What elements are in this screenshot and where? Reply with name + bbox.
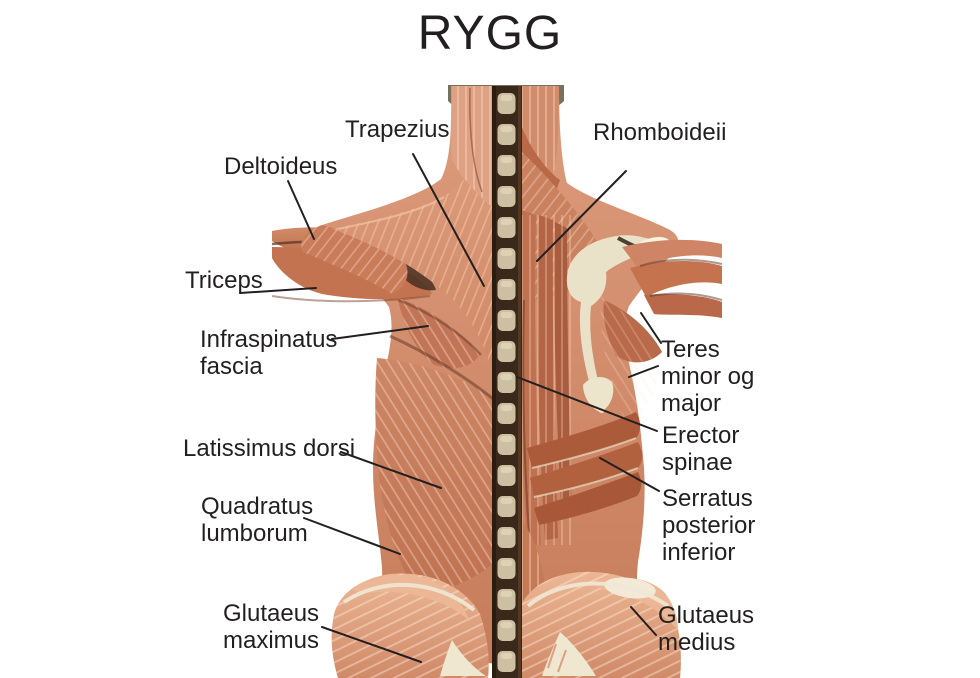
page-title: RYGG	[417, 7, 563, 60]
label-deltoideus: Deltoideus	[224, 153, 338, 180]
label-latissimus-dorsi: Latissimus dorsi	[183, 435, 356, 462]
sacrum-wedges	[440, 632, 596, 676]
label-triceps: Triceps	[185, 267, 263, 294]
left-deltoid-shape	[301, 225, 408, 294]
label-erector-spinae: Erector spinae	[662, 422, 740, 476]
glute-right	[515, 571, 681, 678]
label-infraspinatus-fascia: Infraspinatus fascia	[200, 326, 338, 380]
label-rhomboideii: Rhomboideii	[593, 119, 727, 146]
spine-column	[492, 86, 522, 678]
label-glutaeus-maximus: Glutaeus maximus	[223, 600, 320, 654]
label-trapezius: Trapezius	[345, 116, 450, 143]
right-arm	[622, 239, 723, 318]
label-serratus-posterior-inferior: Serratus posterior inferior	[662, 485, 756, 566]
label-teres-minor-og-major: Teres minor og major	[661, 336, 755, 417]
label-quadratus-lumborum: Quadratus lumborum	[201, 493, 314, 547]
infraspinatus-shape	[397, 298, 482, 369]
label-glutaeus-medius: Glutaeus medius	[658, 602, 755, 656]
